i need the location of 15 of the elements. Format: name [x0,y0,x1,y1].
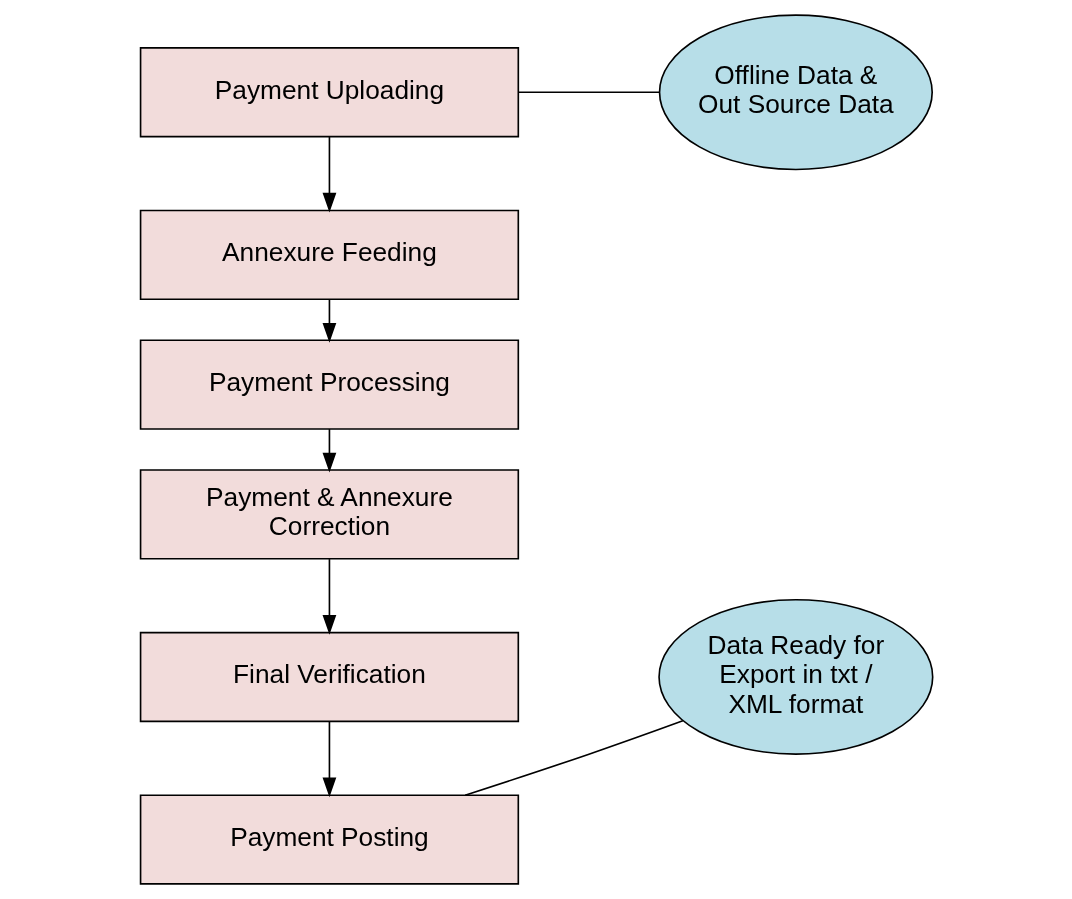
arrow [322,558,336,635]
node-box: Payment Processing [139,339,519,430]
connector [463,719,684,797]
connector [517,91,660,94]
arrow [322,428,336,473]
arrow [322,298,336,343]
node-ellipse: Data Ready for Export in txt / XML format [657,598,933,755]
node-box: Payment Uploading [139,47,519,138]
node-box: Payment & Annexure Correction [139,469,519,560]
arrow [322,720,336,798]
node-box: Final Verification [139,631,519,723]
arrow [322,136,336,213]
node-box: Annexure Feeding [139,209,519,301]
node-box: Payment Posting [139,794,519,885]
node-ellipse: Offline Data & Out Source Data [658,14,933,171]
